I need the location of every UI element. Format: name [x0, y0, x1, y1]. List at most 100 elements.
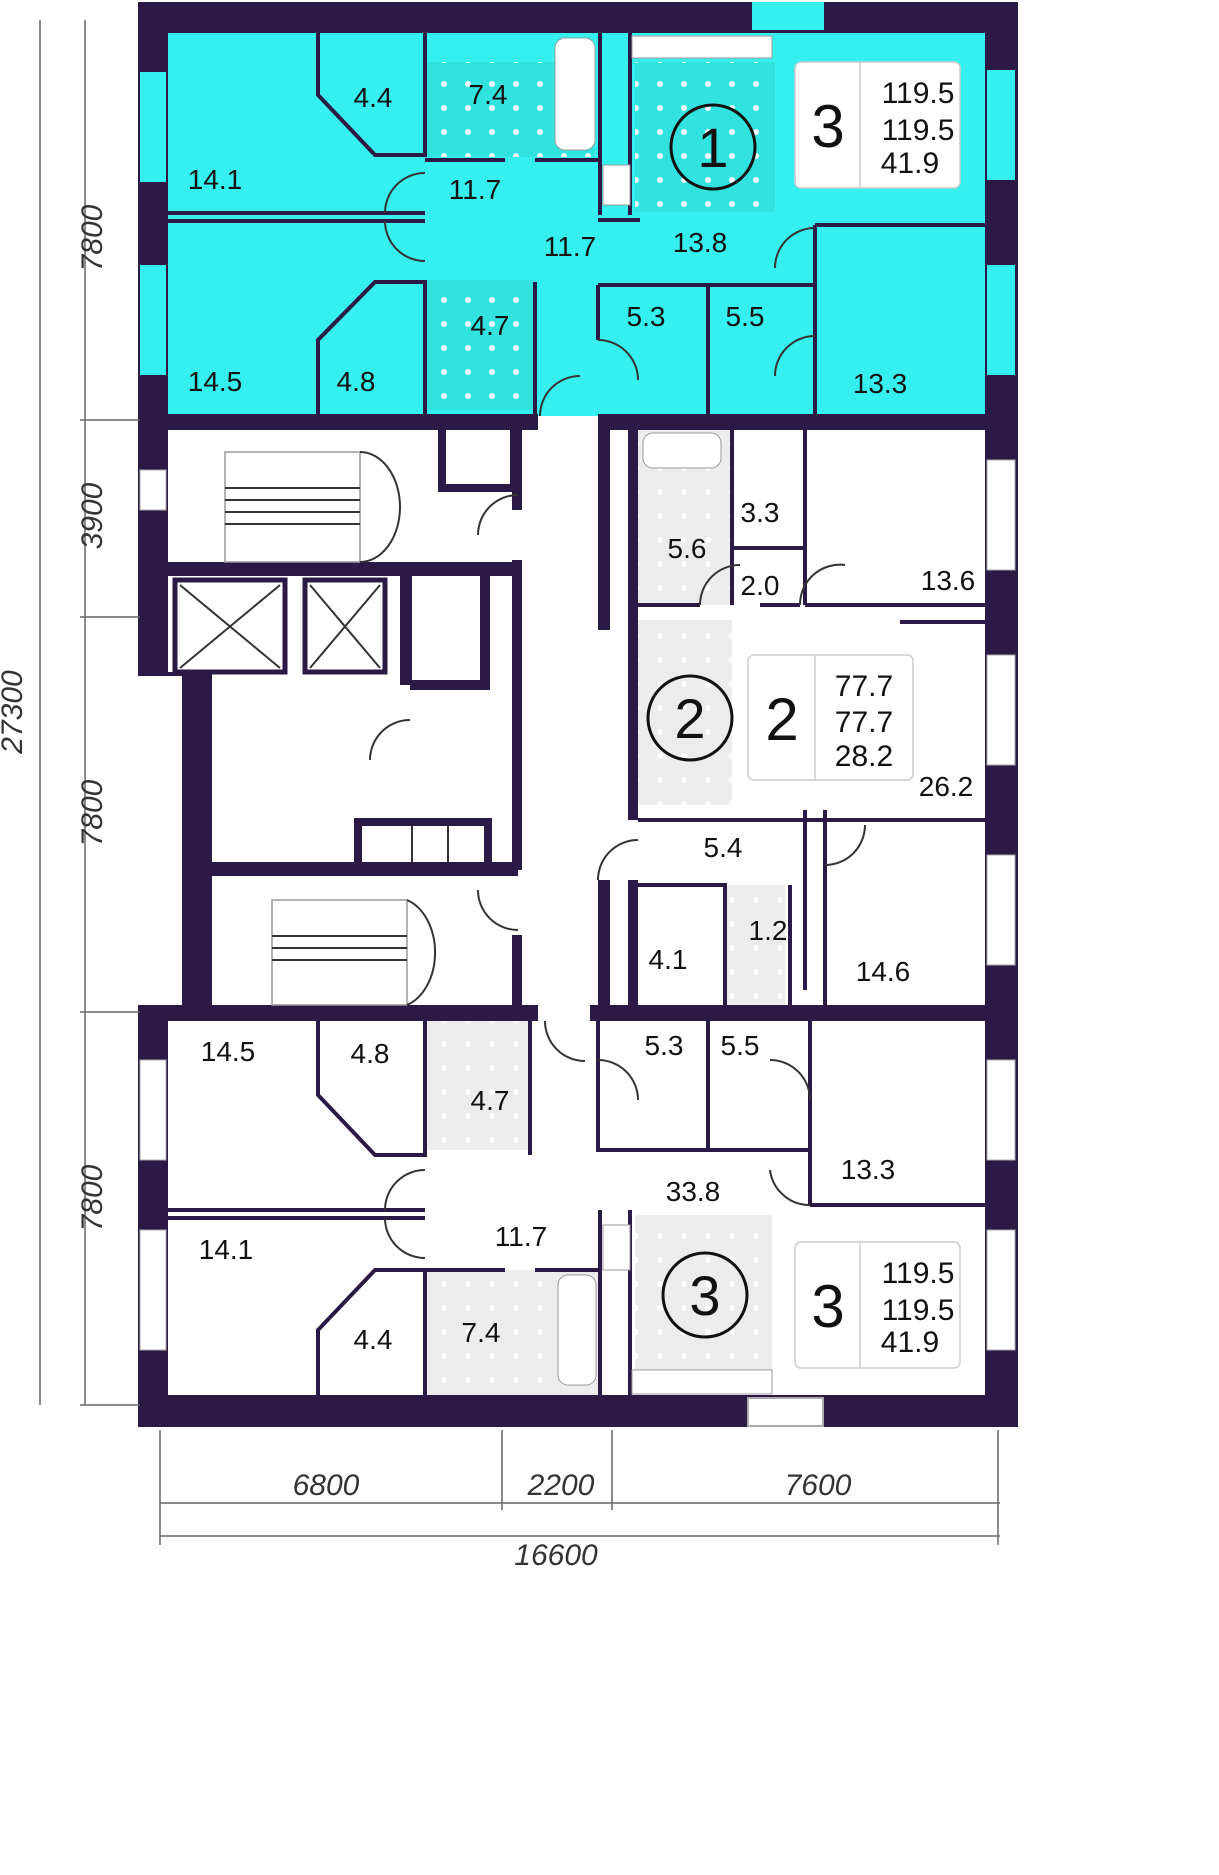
elevator-1: [172, 577, 288, 675]
setback-interior: [138, 676, 182, 1006]
dim-left-2: 3900: [76, 482, 109, 549]
balcony-bottom: [747, 1397, 824, 1427]
window-right-7: [986, 1229, 1016, 1351]
wall-apt1-bottom-right: [598, 414, 998, 430]
window-left-6: [139, 1059, 167, 1161]
room-area: 13.8: [673, 227, 728, 258]
apartment-3-card[interactable]: 3 119.5 119.5 41.9: [794, 1241, 961, 1369]
dim-bottom-total: 16600: [514, 1539, 598, 1572]
wall-apt2-left-3: [598, 880, 610, 1010]
room-area: 5.4: [704, 832, 743, 863]
apartment-2-kitchen-tile: [637, 620, 732, 805]
outer-wall-top: [138, 2, 998, 33]
service-room-wall: [400, 575, 412, 685]
room-area: 13.6: [921, 565, 976, 596]
apartment-2-area-kitchen: 28.2: [835, 740, 893, 773]
room-area: 4.4: [354, 82, 393, 113]
window-right-3: [986, 459, 1016, 571]
apartment-3-marker[interactable]: 3: [661, 1251, 749, 1339]
room-area: 4.7: [471, 1085, 510, 1116]
apartment-1-wc-tile: [425, 280, 535, 410]
wall-apt2-left-4: [628, 880, 638, 1010]
room-area: 11.7: [495, 1221, 547, 1252]
room-area: 4.7: [471, 310, 510, 341]
window-right-4: [986, 654, 1016, 766]
room-area: 5.3: [627, 301, 666, 332]
window-right-1: [987, 70, 1015, 180]
apartment-2-card[interactable]: 2 77.7 77.7 28.2: [747, 654, 914, 781]
room-area: 14.1: [188, 164, 243, 195]
room-area: 14.5: [188, 366, 243, 397]
room-area: 14.5: [201, 1036, 256, 1067]
wall-apt3-top: [138, 1005, 538, 1021]
room-area: 7.4: [469, 79, 508, 110]
door-swings: [369, 172, 866, 1259]
room-area: 33.8: [666, 1176, 721, 1207]
apartment-3-walls: [168, 1021, 985, 1395]
apartment-3-bathtub: [557, 1274, 597, 1386]
room-area: 13.3: [853, 368, 908, 399]
wall-apt2-left: [598, 430, 610, 630]
apartment-1-card[interactable]: 3 119.5 119.5 41.9: [794, 61, 961, 189]
room-area: 14.6: [856, 956, 911, 987]
apartment-2-number: 2: [674, 687, 705, 750]
apartment-3-counter: [631, 1369, 773, 1395]
stairs-top: [224, 451, 401, 563]
wall-stair-top-divider: [168, 562, 518, 576]
room-area: 2.0: [741, 570, 780, 601]
room-area: 4.1: [649, 944, 688, 975]
apartment-3-wc-tile: [425, 1020, 530, 1150]
service-room-wall-3: [480, 575, 490, 685]
dim-bottom-2: 2200: [527, 1469, 595, 1502]
room-area: 5.6: [668, 533, 707, 564]
window-left-2: [140, 265, 166, 375]
window-left-7: [139, 1229, 167, 1351]
apartment-2-area-living: 77.7: [835, 706, 893, 739]
room-area: 26.2: [919, 771, 974, 802]
apartment-2-walls: [638, 430, 985, 1005]
dim-bottom-1: 6800: [293, 1469, 360, 1502]
room-area: 4.8: [337, 366, 376, 397]
apartment-1-bathtub: [554, 37, 596, 151]
apartment-1-stove: [602, 164, 631, 206]
room-area: 11.7: [449, 174, 501, 205]
room-area: 5.3: [645, 1030, 684, 1061]
wall-apt1-bottom: [138, 414, 538, 430]
apartment-3-area-living: 119.5: [882, 1294, 955, 1327]
room-area: 4.8: [351, 1038, 390, 1069]
storage-unit: [354, 818, 492, 870]
room-area: 7.4: [462, 1317, 501, 1348]
apartment-1-area-living: 119.5: [882, 114, 955, 147]
window-left-3: [139, 469, 167, 511]
dim-left-total: 27300: [0, 670, 29, 755]
dim-left-4: 7800: [76, 1164, 109, 1231]
apartment-1-area-total: 119.5: [882, 77, 955, 110]
window-right-5: [986, 854, 1016, 966]
window-left-1: [140, 72, 166, 182]
room-area: 11.7: [544, 231, 596, 262]
apartment-3-kitchen-tile: [635, 1215, 772, 1370]
dim-left-1: 7800: [76, 204, 109, 271]
apartment-2-wc-tile: [725, 885, 785, 1010]
wall-corridor-left-2: [512, 560, 522, 870]
apartment-2-marker[interactable]: 2: [646, 674, 734, 762]
service-room-wall-2: [410, 680, 490, 690]
wall-apt2-left-2: [628, 430, 638, 820]
room-area: 5.5: [721, 1030, 760, 1061]
apartment-1-counter: [631, 35, 773, 59]
apartment-2-area-total: 77.7: [835, 670, 893, 703]
wall-apt3-top-right: [590, 1005, 1000, 1021]
apartment-3-stove: [602, 1224, 631, 1271]
apartment-1-rooms: 3: [811, 93, 844, 160]
dimension-left: 7800 3900 7800 7800 27300: [0, 20, 140, 1406]
apartment-3-number: 3: [689, 1264, 720, 1327]
room-area: 4.4: [354, 1324, 393, 1355]
apartment-1-marker[interactable]: 1: [669, 103, 757, 191]
outer-wall-bottom: [138, 1395, 998, 1427]
room-area: 14.1: [199, 1234, 254, 1265]
apartment-2-rooms: 2: [765, 686, 798, 753]
apartment-3-area-total: 119.5: [882, 1257, 955, 1290]
room-area: 5.5: [726, 301, 765, 332]
wall-corridor-left-3: [512, 935, 522, 1005]
